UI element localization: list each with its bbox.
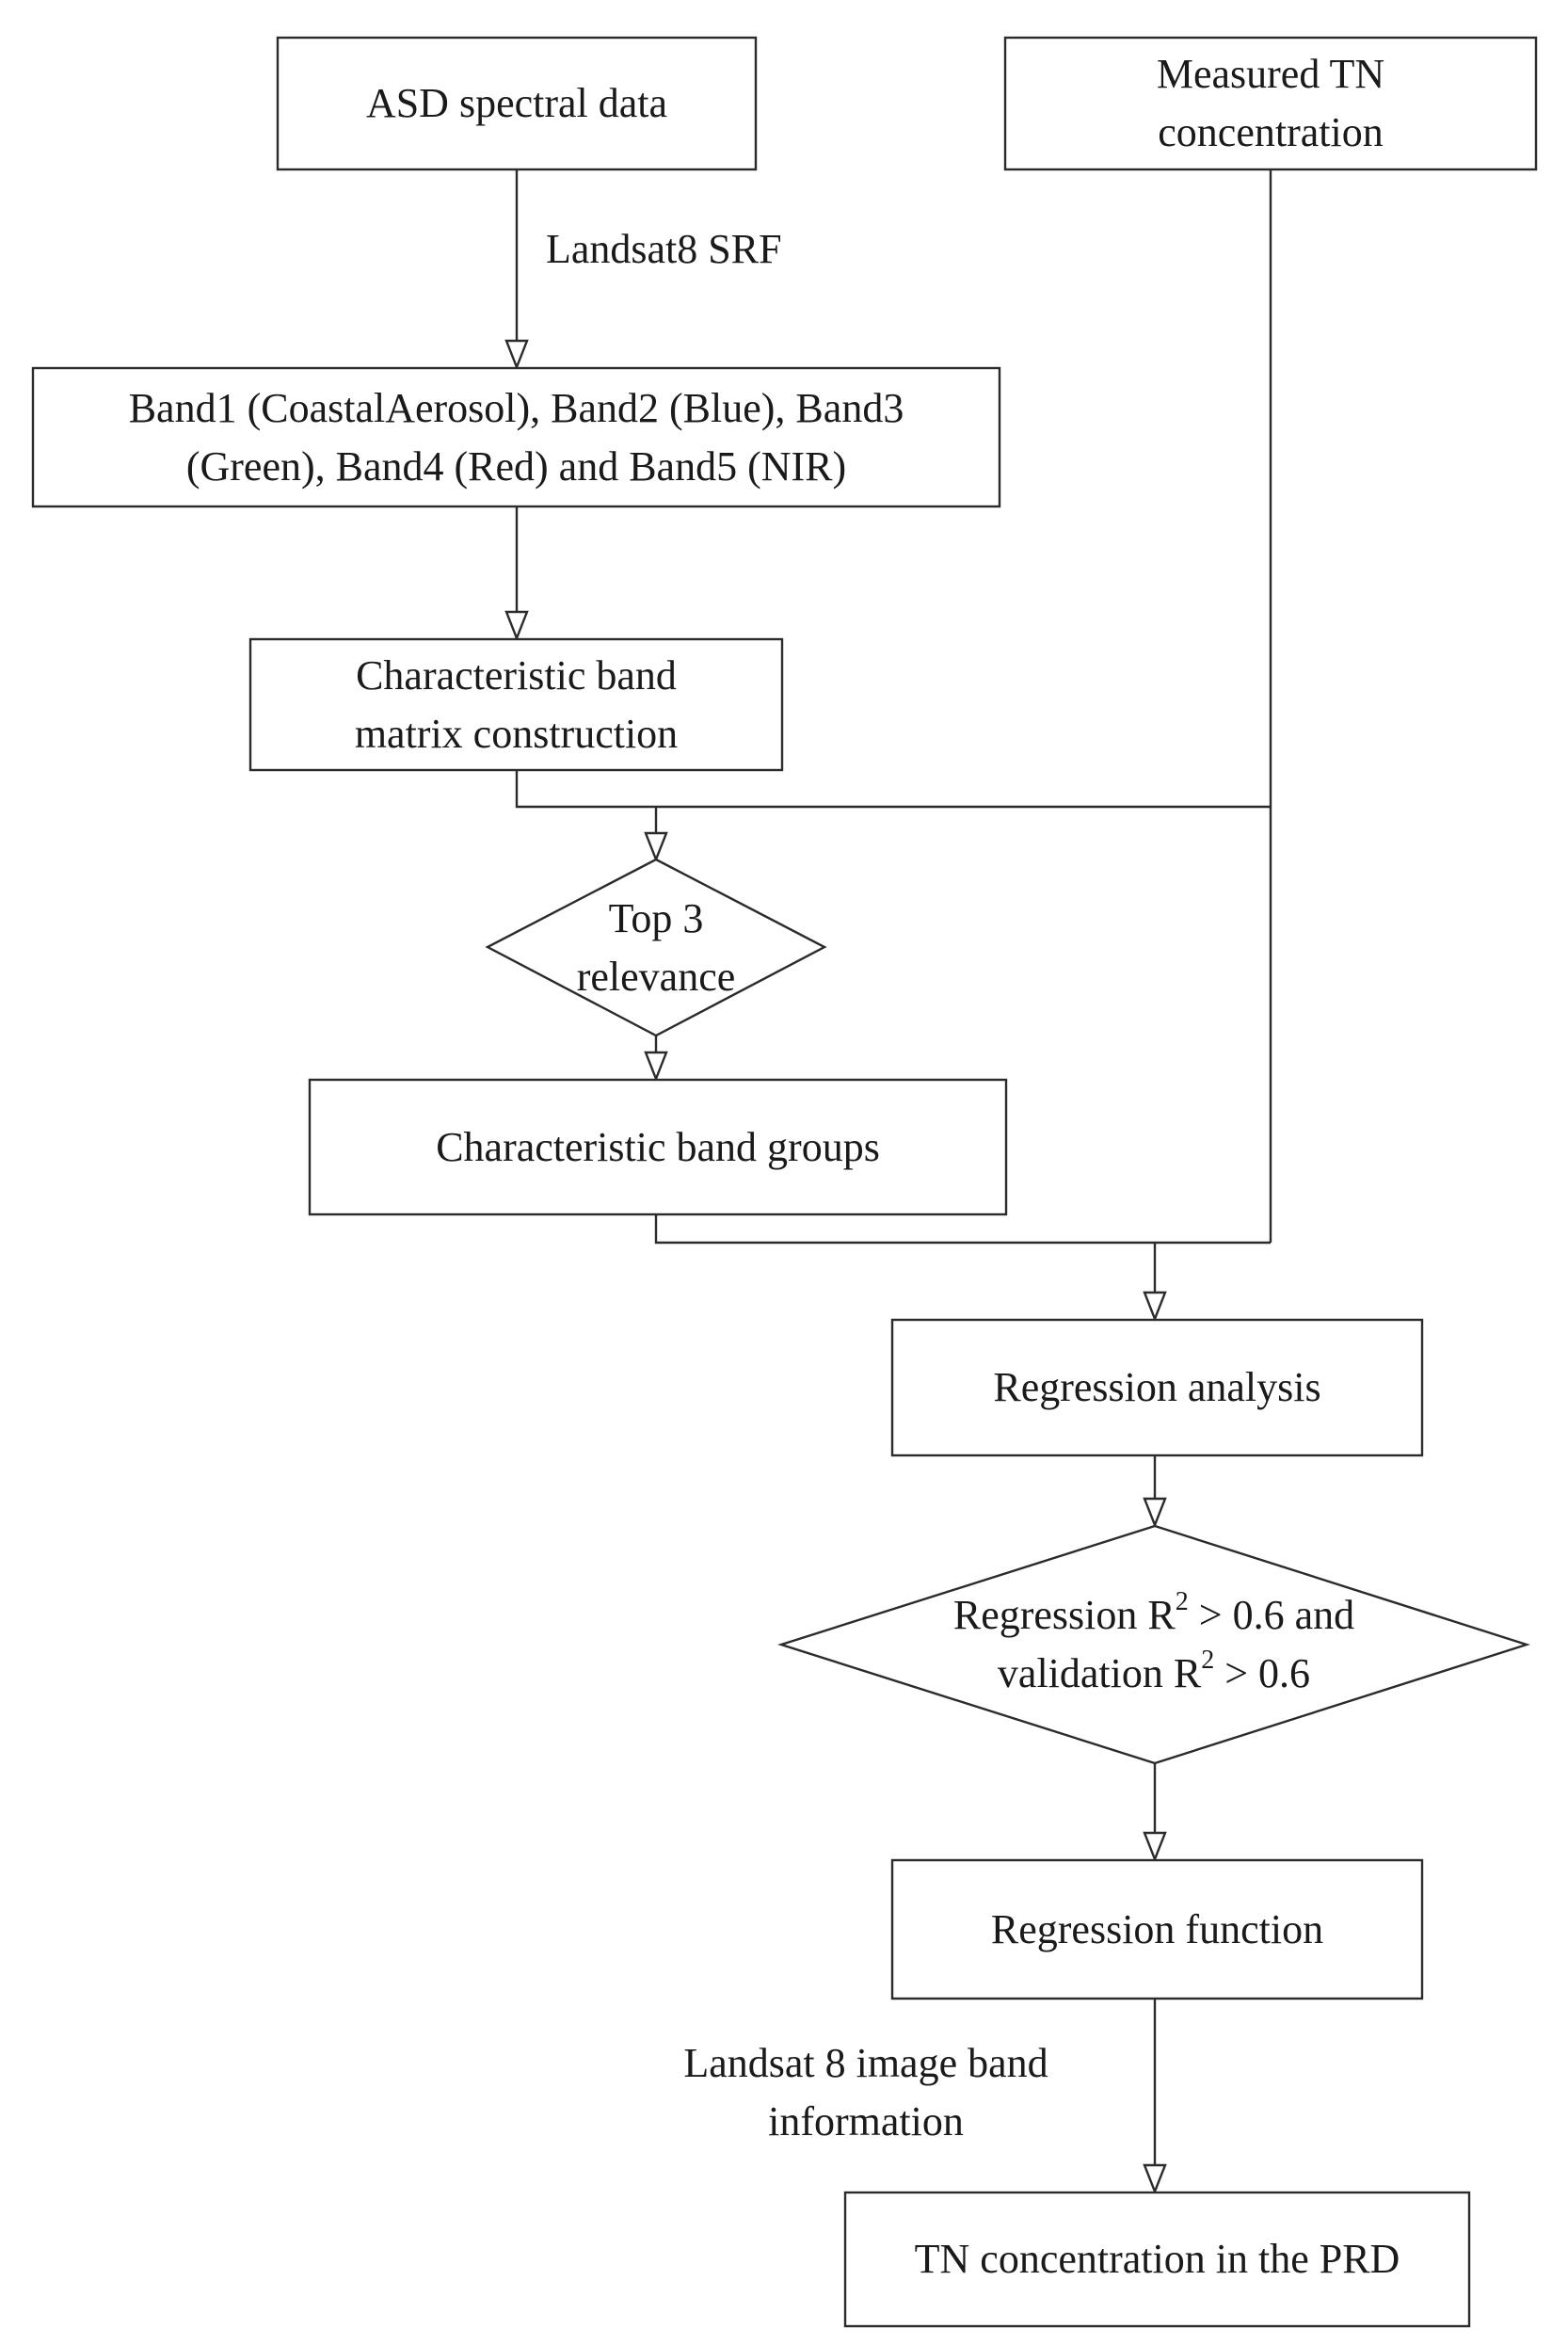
criteria-label: Regression R2 > 0.6 and validation R2 > …: [781, 1526, 1527, 1763]
bands-text-line1: Band1 (CoastalAerosol), Band2 (Blue), Ba…: [128, 384, 904, 431]
edge-label-image-info: Landsat 8 image band information: [602, 2032, 1129, 2154]
matrix-text-line2: matrix construction: [354, 710, 679, 757]
regression-analysis-box: [890, 1318, 1424, 1457]
arrowhead-groups: [644, 1051, 668, 1083]
arrowhead-regression: [1143, 1291, 1167, 1323]
matrix-text-line1: Characteristic band: [356, 651, 677, 699]
edge-label-srf: Landsat8 SRF: [546, 217, 847, 282]
arrowhead-matrix: [504, 610, 529, 642]
regression-analysis-text: Regression analysis: [993, 1364, 1321, 1410]
connectors: [515, 169, 1272, 2167]
matrix-label: Characteristic band matrix construction: [250, 639, 782, 770]
node-shapes: [31, 36, 1538, 2328]
asd-label: ASD spectral data: [278, 38, 756, 169]
groups-box: [308, 1078, 1008, 1216]
arrowhead-criteria: [1143, 1497, 1167, 1529]
asd-text: ASD spectral data: [365, 80, 668, 126]
srf-text: Landsat8 SRF: [546, 226, 782, 272]
top3-diamond: [485, 858, 827, 1037]
top3-label: Top 3 relevance: [488, 859, 824, 1036]
output-label: TN concentration in the PRD: [845, 2192, 1469, 2326]
groups-label: Characteristic band groups: [310, 1080, 1006, 1214]
bands-box: [31, 366, 1001, 508]
arrowhead-output: [1143, 2163, 1167, 2195]
measured-text-line2: concentration: [1158, 109, 1384, 155]
bands-text-line2: (Green), Band4 (Red) and Band5 (NIR): [185, 442, 847, 490]
arrowhead-top3: [644, 831, 668, 863]
measured-label: Measured TN concentration: [1005, 38, 1536, 169]
criteria-diamond: [777, 1524, 1530, 1765]
regression-function-text: Regression function: [990, 1905, 1324, 1952]
measured-text-line1: Measured TN: [1156, 51, 1385, 97]
top3-text-line2: relevance: [576, 953, 736, 1000]
matrix-box: [248, 637, 784, 772]
criteria-text-line1: Regression R2 > 0.6 and: [952, 1587, 1355, 1638]
asd-box: [276, 36, 758, 171]
output-text: TN concentration in the PRD: [914, 2236, 1400, 2282]
groups-text: Characteristic band groups: [436, 1123, 880, 1170]
criteria-text-line2: validation R2 > 0.6: [997, 1646, 1311, 1696]
edge-matrix-to-merge: [515, 770, 1271, 809]
bands-label: Band1 (CoastalAerosol), Band2 (Blue), Ba…: [33, 368, 1000, 506]
arrowheads: [504, 339, 1167, 2195]
image-info-text-line2: information: [768, 2098, 964, 2144]
arrowhead-bands: [504, 339, 529, 371]
measured-box: [1003, 36, 1538, 171]
regression-function-box: [890, 1858, 1424, 2000]
output-box: [843, 2191, 1471, 2328]
regression-analysis-label: Regression analysis: [892, 1320, 1422, 1455]
arrowhead-function: [1143, 1831, 1167, 1863]
edge-groups-to-merge: [654, 1214, 1271, 1245]
regression-function-label: Regression function: [892, 1860, 1422, 1999]
top3-text-line1: Top 3: [608, 894, 704, 941]
image-info-text-line1: Landsat 8 image band: [683, 2040, 1048, 2086]
